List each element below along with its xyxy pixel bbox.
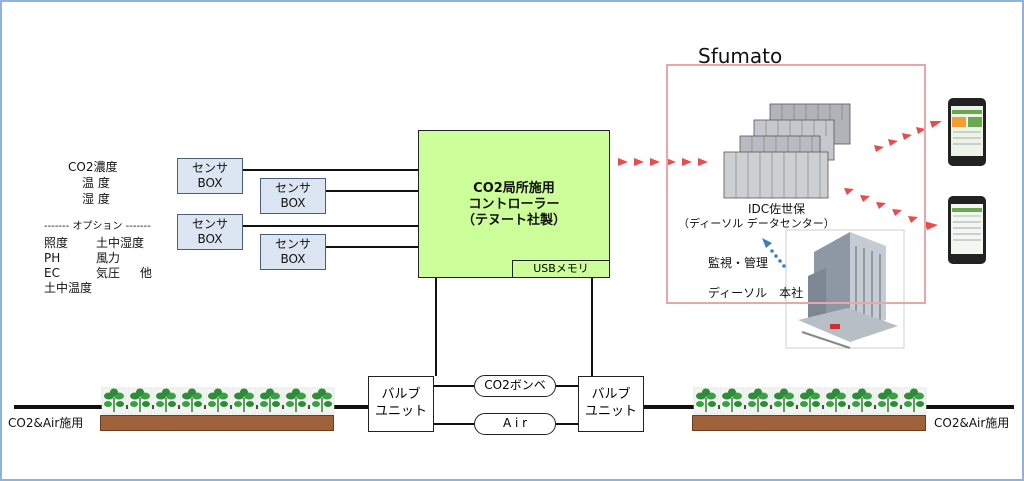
plant-icon	[771, 387, 797, 415]
plant-icon	[849, 387, 875, 415]
label-ph: PH	[44, 251, 61, 265]
valve-unit-left: バルブユニット	[368, 376, 434, 432]
valve-unit-right: バルブユニット	[578, 376, 644, 432]
plant-icon	[875, 387, 901, 415]
label-ec: EC	[44, 266, 60, 280]
controller-title: CO2局所施用	[473, 181, 555, 196]
label-soil-temperature: 土中温度	[44, 281, 93, 295]
label-humidity: 湿 度	[82, 192, 110, 206]
label-other: 他	[140, 266, 153, 280]
plant-icon	[283, 387, 309, 415]
field-label-left: CO2&Air施用	[8, 416, 84, 430]
sfumato-cloud-frame	[666, 64, 926, 304]
co2-controller: CO2局所施用 コントローラー （テヌート社製）	[418, 130, 610, 278]
label-pressure: 気圧	[96, 266, 121, 280]
idc-label: IDC佐世保	[748, 202, 806, 216]
monitor-label: 監視・管理	[708, 256, 769, 270]
plant-icon	[127, 387, 153, 415]
label-illuminance: 照度	[44, 236, 69, 250]
plant-icon	[231, 387, 257, 415]
sfumato-title: Sfumato	[698, 44, 783, 68]
plant-icon	[309, 387, 335, 415]
controller-subtitle: コントローラー	[468, 197, 560, 212]
plant-icon	[797, 387, 823, 415]
plant-icon	[901, 387, 927, 415]
smartphone-icon-top	[948, 98, 986, 166]
plant-icon	[823, 387, 849, 415]
label-temperature: 温 度	[82, 176, 110, 190]
plant-icon	[257, 387, 283, 415]
smartphone-icon-bottom	[948, 196, 986, 264]
controller-maker: （テヌート社製）	[461, 213, 566, 228]
options-header: ------- オプション -------	[44, 221, 151, 232]
office-building-icon	[785, 229, 905, 349]
plants-right	[693, 387, 927, 415]
data-arrow-controller-to-idc	[618, 158, 708, 166]
plant-icon	[179, 387, 205, 415]
soil-bed-right	[692, 415, 926, 431]
data-arrow-idc-to-phone-bottom	[844, 188, 938, 230]
server-rack-icon	[723, 103, 851, 199]
soil-bed-left	[100, 415, 334, 431]
label-wind: 風力	[96, 251, 121, 265]
plant-icon	[101, 387, 127, 415]
idc-subtitle: （ディーソル データセンター）	[678, 217, 835, 230]
plant-icon	[745, 387, 771, 415]
data-arrow-idc-to-phone-top	[874, 121, 942, 152]
air-line: A i r	[474, 413, 556, 435]
plant-icon	[693, 387, 719, 415]
plant-icon	[153, 387, 179, 415]
label-soil-moisture: 土中湿度	[96, 236, 145, 250]
plant-icon	[719, 387, 745, 415]
plants-left	[101, 387, 335, 415]
label-co2-concentration: CO2濃度	[68, 160, 118, 174]
headquarters-label: ディーソル 本社	[708, 286, 804, 300]
plant-icon	[205, 387, 231, 415]
field-label-right: CO2&Air施用	[934, 416, 1010, 430]
usb-memory: USBメモリ	[512, 260, 610, 278]
co2-cylinder-line: CO2ボンベ	[474, 375, 556, 397]
